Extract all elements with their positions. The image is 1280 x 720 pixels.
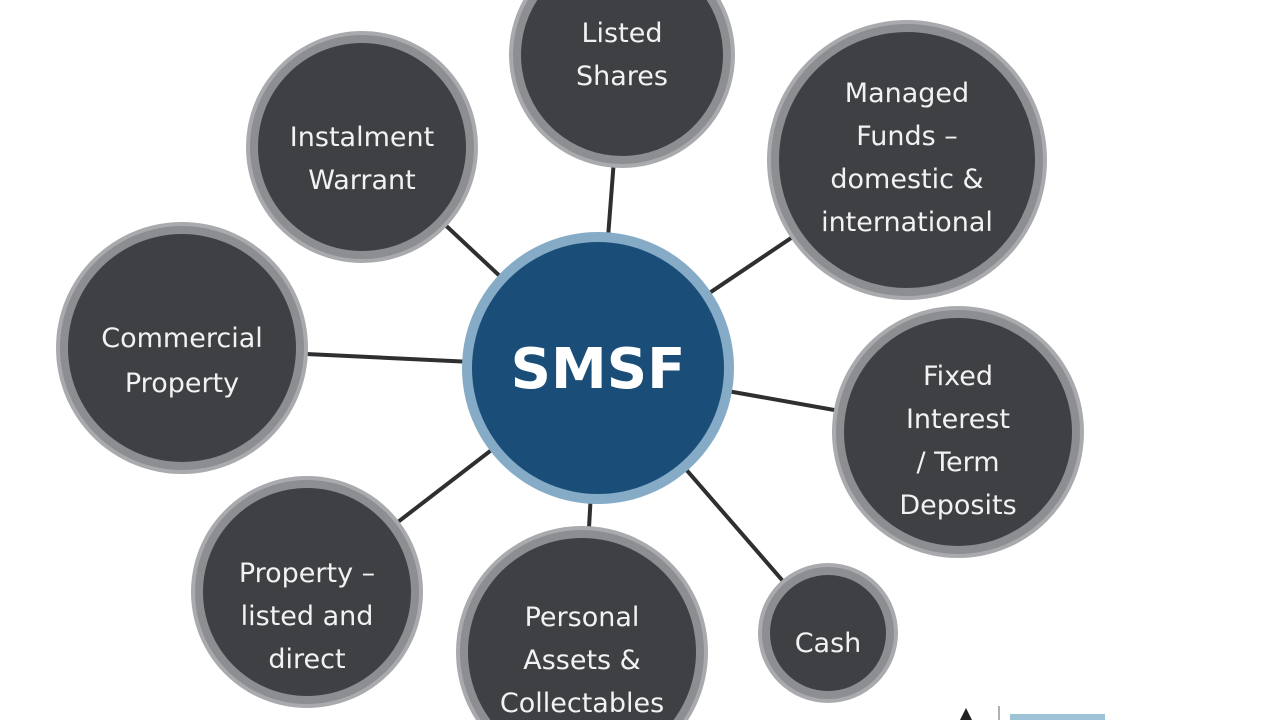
node-label: direct: [268, 644, 345, 675]
center-node-smsf: SMSF: [462, 232, 734, 504]
node-body: [779, 32, 1035, 288]
node-label: Funds –: [856, 121, 958, 152]
node-cash: Cash: [758, 563, 898, 703]
node-body: [68, 234, 296, 462]
node-label: Commercial: [101, 323, 263, 354]
node-body: [203, 488, 411, 696]
node-label: Interest: [906, 404, 1010, 435]
node-label: / Term: [916, 447, 999, 478]
node-body: [844, 318, 1072, 546]
center-label: SMSF: [511, 337, 686, 402]
node-body: [521, 0, 723, 156]
center-body: [472, 242, 724, 494]
node-body: [258, 43, 466, 251]
node-label: Listed: [582, 18, 663, 49]
node-label: Property –: [239, 558, 375, 589]
node-label: Property: [125, 368, 239, 399]
logo-mark: [960, 706, 1105, 720]
node-body: [770, 575, 886, 691]
node-label: domestic &: [830, 164, 983, 195]
node-label: Managed: [845, 78, 969, 109]
node-label: Cash: [795, 628, 862, 659]
node-label: Personal: [525, 602, 640, 633]
node-property-listed-direct: Property – listed and direct: [191, 476, 423, 708]
node-label: Warrant: [308, 165, 416, 196]
node-label: Shares: [576, 61, 668, 92]
node-body: [468, 538, 697, 720]
node-label: Fixed: [923, 361, 993, 392]
node-label: international: [821, 207, 993, 238]
node-label: Deposits: [899, 490, 1016, 521]
node-label: Instalment: [290, 122, 434, 153]
logo-icon: [960, 708, 972, 720]
node-label: Assets &: [523, 645, 641, 676]
node-label: listed and: [241, 601, 374, 632]
node-label: Collectables: [500, 688, 664, 719]
